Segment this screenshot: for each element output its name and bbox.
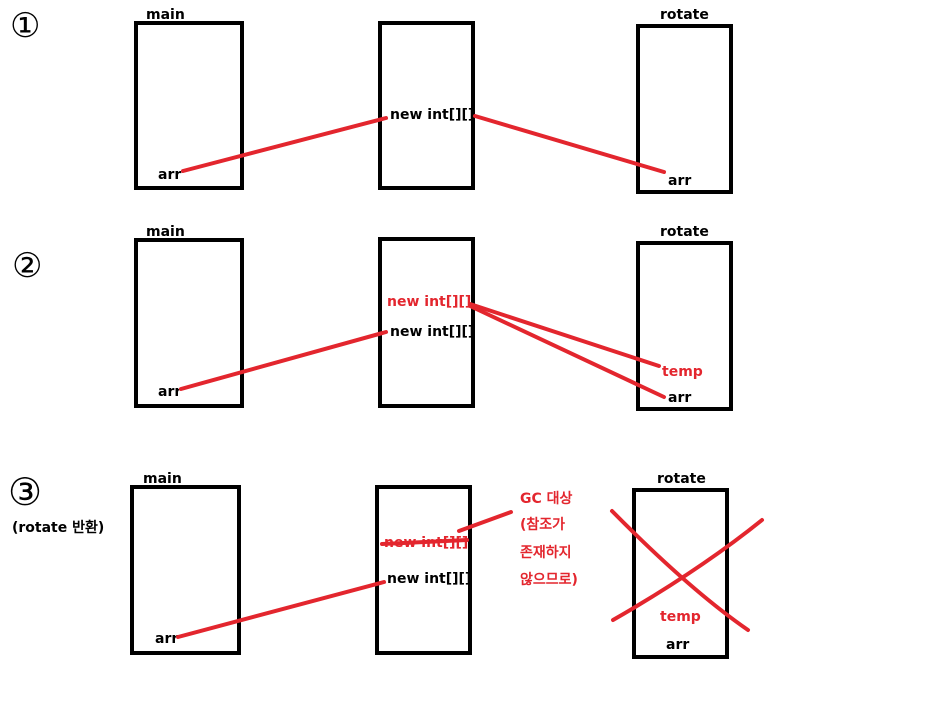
stage-1-rotate-frame-label: rotate — [660, 7, 709, 23]
stage-3-rotate-temp: temp — [660, 609, 701, 625]
gc-note-pointer — [457, 510, 513, 533]
stage-2-rotate-temp-reference — [468, 302, 661, 368]
stage-1-main-frame — [134, 21, 244, 190]
stage-1-main-frame-label: main — [146, 7, 185, 23]
stage-2-marker: ② — [12, 246, 43, 286]
stage-1-main-arr-reference — [181, 116, 388, 173]
stage-3-rotate-frame-label: rotate — [657, 471, 706, 487]
stage-3-rotate-frame-removed — [632, 488, 729, 659]
stage-1-rotate-frame — [636, 24, 733, 194]
stage-1-heap-area — [378, 21, 475, 190]
stage-2-rotate-arr: arr — [668, 390, 692, 406]
stage-3-main-frame — [130, 485, 241, 655]
stage-2-rotate-frame-label: rotate — [660, 224, 709, 240]
stage-1-main-arr: arr — [158, 167, 182, 183]
stage-2-heap-area — [378, 237, 475, 408]
stage-3-note: (rotate 반환) — [12, 520, 105, 536]
stage-3-marker: ③ — [8, 470, 43, 514]
stage-2-main-arr: arr — [158, 384, 182, 400]
stage-3-rotate-arr: arr — [666, 637, 690, 653]
stage-2-rotate-frame — [636, 241, 733, 411]
gc-note-line-1: GC 대상 — [520, 491, 573, 507]
stage-1-heap-object: new int[][] — [390, 107, 475, 123]
stage-2-heap-object-old: new int[][] — [390, 324, 475, 340]
stage-2-rotate-temp: temp — [662, 364, 703, 380]
stage-3-main-arr-reference — [176, 580, 386, 639]
stage-3-main-frame-label: main — [143, 471, 182, 487]
gc-note-line-4: 않으므로) — [520, 572, 578, 588]
stage-3-heap-area — [375, 485, 472, 655]
stage-3-main-arr: arr — [155, 631, 179, 647]
stage-3-garbage-strikethrough — [380, 538, 469, 546]
rotate-frame-cross-2 — [611, 518, 764, 622]
stage-2-heap-object-new: new int[][] — [387, 294, 472, 310]
stage-3-heap-object-live: new int[][] — [387, 571, 472, 587]
gc-note-line-3: 존재하지 — [520, 545, 572, 561]
stage-2-main-frame — [134, 238, 244, 408]
stage-1-marker: ① — [10, 6, 41, 46]
stage-1-rotate-arr: arr — [668, 173, 692, 189]
rotate-frame-cross-1 — [610, 509, 750, 632]
stage-2-main-frame-label: main — [146, 224, 185, 240]
stage-2-rotate-arr-reference — [468, 304, 666, 399]
gc-note-line-2: (참조가 — [520, 517, 566, 533]
stage-1-rotate-arr-reference — [473, 114, 666, 174]
stage-2-main-arr-reference — [179, 330, 388, 391]
